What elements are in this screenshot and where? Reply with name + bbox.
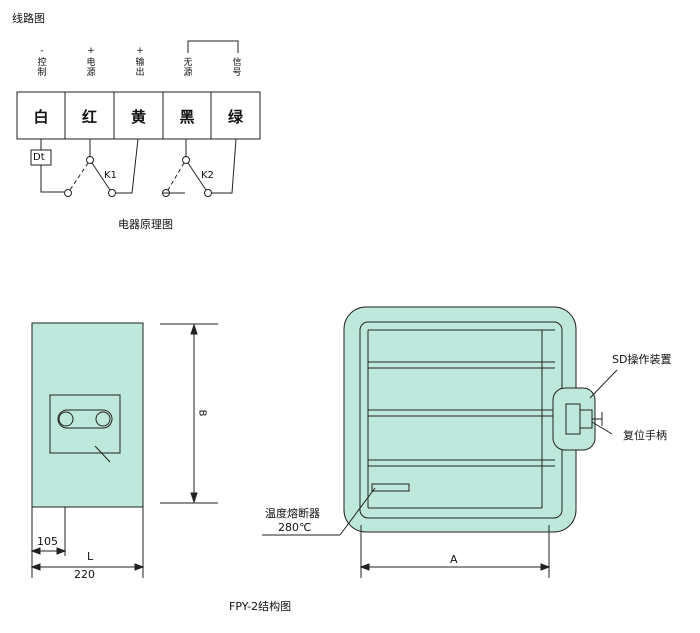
wiring-title: 线路图 [12,12,45,25]
terminal-white: 白 [33,108,49,126]
terminal-label-passive: 无源 [183,58,193,78]
structure-title: FPY-2结构图 [229,600,292,613]
terminal-yellow: 黄 [130,108,146,126]
sd-device-label: SD操作装置 [612,353,672,366]
terminal-label-power: 电源 [86,58,96,78]
circuit-title: 电器原理图 [118,218,173,231]
switch-k1-label: K1 [104,170,117,181]
terminal-label-output: 输出 [135,58,145,78]
terminal-label-control: 控制 [37,58,47,78]
terminal-sign-power: + [87,46,95,56]
fuse-element [371,483,410,492]
terminal-green: 绿 [227,108,243,126]
terminal-block [16,91,261,140]
temperature-fuse-label: 温度熔断器 [265,507,320,520]
dimension-b-label: B [196,409,208,417]
dimension-105-label: 105 [37,535,58,548]
terminal-sign-control: - [40,46,44,56]
dimension-a-label: A [450,553,458,566]
switch-k2-label: K2 [201,170,214,181]
fuse-temperature-value: 280℃ [278,521,312,534]
dimension-l-label: L [87,550,94,563]
terminal-black: 黑 [179,108,195,126]
terminal-red: 红 [81,108,97,126]
terminal-sign-output: + [136,46,144,56]
terminal-label-signal: 信号 [232,58,242,78]
fuse-label: Dt [33,152,45,163]
reset-handle-label: 复位手柄 [623,429,667,442]
dimension-220-label: 220 [74,568,95,581]
